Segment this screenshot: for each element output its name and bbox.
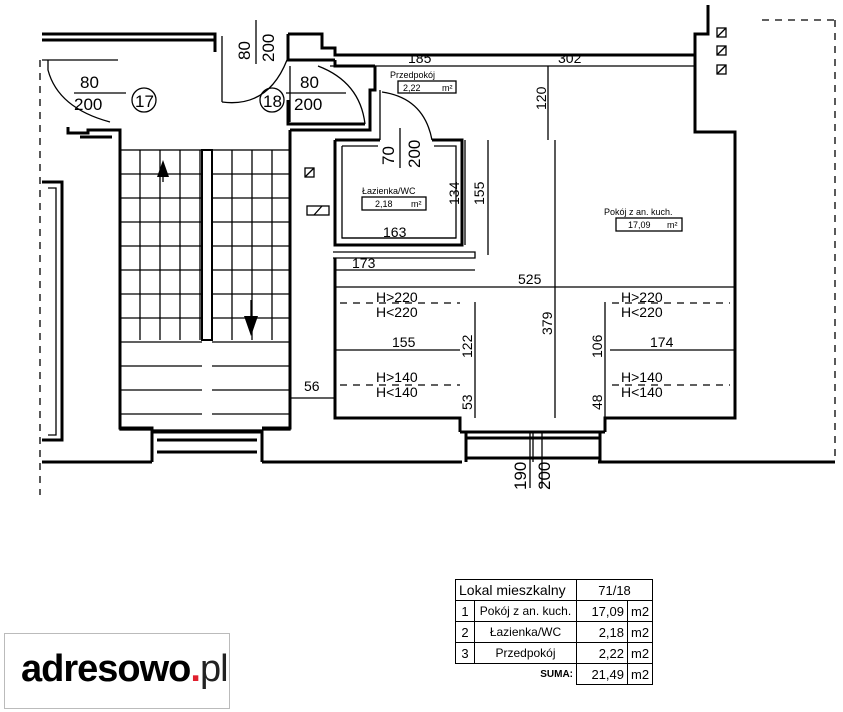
door-17 bbox=[42, 59, 118, 123]
dim-185: 185 bbox=[408, 50, 432, 66]
dim-525: 525 bbox=[518, 271, 542, 287]
dimension-lines bbox=[290, 65, 735, 488]
door17-number: 17 bbox=[135, 92, 154, 111]
door18-width: 80 bbox=[300, 73, 319, 92]
door-top-height: 200 bbox=[259, 34, 278, 62]
dim-53: 53 bbox=[459, 394, 475, 410]
dim-163: 163 bbox=[383, 224, 407, 240]
left-outer-inner bbox=[48, 187, 57, 436]
door-top-width: 80 bbox=[235, 41, 254, 60]
legend-row: 3 Przedpokój 2,22 m2 bbox=[455, 642, 654, 664]
height-below-140-right: H<140 bbox=[621, 384, 663, 400]
dim-379: 379 bbox=[539, 311, 555, 335]
dim-120: 120 bbox=[533, 86, 549, 110]
door-bath-width: 70 bbox=[379, 146, 398, 165]
left-outer-wall bbox=[42, 180, 64, 442]
dim-155-vertical: 155 bbox=[471, 181, 487, 205]
dim-48: 48 bbox=[589, 394, 605, 410]
legend-code: 71/18 bbox=[575, 579, 654, 601]
door-bath bbox=[379, 90, 433, 141]
height-above-140-left: H>140 bbox=[376, 369, 418, 385]
dim-56: 56 bbox=[304, 378, 320, 394]
door17-height: 200 bbox=[74, 95, 102, 114]
window-width: 190 bbox=[511, 462, 530, 490]
adresowo-logo[interactable]: adresowo.pl bbox=[4, 633, 230, 709]
height-below-140-left: H<140 bbox=[376, 384, 418, 400]
room-lazienka-unit: m² bbox=[411, 199, 422, 209]
room-lazienka-area: 2,18 bbox=[375, 199, 393, 209]
flat-outline bbox=[333, 55, 737, 432]
dim-155-horizontal: 155 bbox=[392, 334, 416, 350]
dim-106: 106 bbox=[589, 334, 605, 358]
party-wall bbox=[262, 66, 377, 430]
door18-height: 200 bbox=[294, 95, 322, 114]
stair-arrow-down bbox=[244, 316, 258, 336]
room-przedpokoj-unit: m² bbox=[442, 83, 453, 93]
room-pokoj-unit: m² bbox=[667, 220, 678, 230]
top-wall-right bbox=[286, 5, 710, 68]
height-below-220-right: H<220 bbox=[621, 304, 663, 320]
dim-302: 302 bbox=[558, 50, 582, 66]
legend-total-label: SUMA: bbox=[474, 663, 577, 685]
room-pokoj-name: Pokój z an. kuch. bbox=[604, 207, 673, 217]
door18-jamb bbox=[286, 100, 365, 126]
legend-header-row: Lokal mieszkalny 71/18 bbox=[455, 579, 654, 601]
door17-width: 80 bbox=[80, 73, 99, 92]
top-wall-left bbox=[42, 32, 217, 52]
height-below-220-left: H<220 bbox=[376, 304, 418, 320]
height-above-220-right: H>220 bbox=[621, 289, 663, 305]
room-lazienka-name: Łazienka/WC bbox=[362, 186, 416, 196]
height-above-140-right: H>140 bbox=[621, 369, 663, 385]
bathroom-walls bbox=[333, 138, 464, 247]
legend-total-row: SUMA: 21,49 m2 bbox=[456, 663, 654, 685]
legend-total-area: 21,49 bbox=[576, 663, 628, 685]
door-18 bbox=[289, 65, 366, 125]
dim-174: 174 bbox=[650, 334, 674, 350]
legend-row: 2 Łazienka/WC 2,18 m2 bbox=[455, 621, 654, 643]
stair-wall-left bbox=[66, 127, 154, 462]
floor-plan: 80 200 17 18 80 200 80 200 70 200 190 20… bbox=[39, 5, 836, 495]
window-height: 200 bbox=[535, 462, 554, 490]
door18-number: 18 bbox=[263, 92, 282, 111]
bath-partition bbox=[333, 251, 476, 259]
dim-134: 134 bbox=[446, 181, 462, 205]
legend-row: 1 Pokój z an. kuch. 17,09 m2 bbox=[455, 600, 654, 622]
door-bath-height: 200 bbox=[405, 140, 424, 168]
vent-icons bbox=[304, 27, 727, 216]
height-above-220-left: H>220 bbox=[376, 289, 418, 305]
staircase bbox=[119, 149, 291, 431]
room-pokoj-area: 17,09 bbox=[628, 220, 651, 230]
dim-173: 173 bbox=[352, 255, 376, 271]
room-przedpokoj-area: 2,22 bbox=[403, 83, 421, 93]
legend-total-unit: m2 bbox=[626, 663, 654, 685]
stair-landing bbox=[152, 430, 264, 462]
stair-arrow-up bbox=[157, 160, 169, 177]
legend-title: Lokal mieszkalny bbox=[455, 579, 577, 601]
logo-text: adresowo.pl bbox=[21, 648, 229, 690]
room-legend-table: Lokal mieszkalny 71/18 1 Pokój z an. kuc… bbox=[455, 579, 654, 685]
room-przedpokoj-name: Przedpokój bbox=[390, 70, 435, 80]
dim-122: 122 bbox=[459, 334, 475, 358]
